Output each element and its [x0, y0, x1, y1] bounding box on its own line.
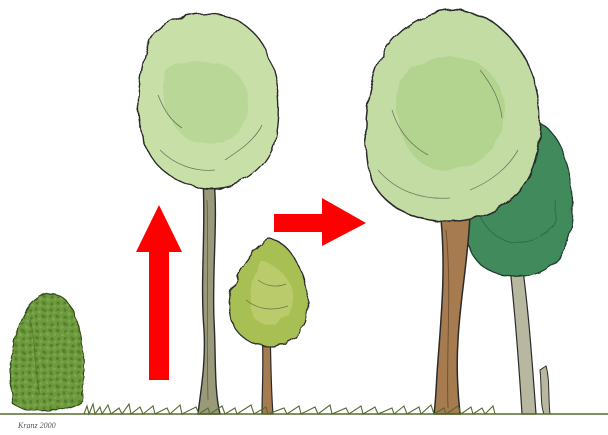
ground-grass — [0, 404, 608, 414]
up-arrow — [136, 205, 182, 380]
right-arrow — [274, 198, 366, 246]
shrub — [11, 293, 84, 410]
signature-text: Kranz 2000 — [17, 421, 56, 430]
artist-signature: Kranz 2000 — [17, 421, 56, 430]
tall-tree-trunk — [198, 180, 220, 414]
young-sapling — [229, 240, 308, 414]
large-tree-trunk — [434, 210, 470, 414]
